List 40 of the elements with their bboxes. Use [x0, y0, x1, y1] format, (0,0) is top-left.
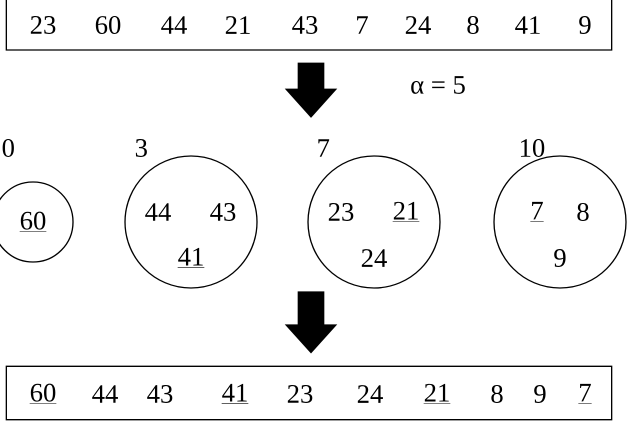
- number: 8: [491, 385, 503, 403]
- number: 60: [19, 212, 47, 232]
- number: 43: [147, 385, 172, 403]
- number: 44: [92, 385, 118, 403]
- array-box: [6, 0, 612, 51]
- number: 43: [292, 16, 318, 34]
- index-label: 3: [136, 139, 147, 157]
- index-label: 10: [520, 139, 544, 157]
- number: 9: [579, 16, 591, 34]
- number: 21: [392, 202, 420, 222]
- parameter-label: α = 5: [411, 76, 465, 94]
- number: 23: [288, 385, 312, 403]
- index-label: 0: [2, 139, 14, 157]
- number: 9: [554, 249, 566, 267]
- index-label: 7: [318, 139, 330, 157]
- number: 7: [578, 384, 592, 404]
- number: 23: [30, 16, 56, 34]
- number: 60: [29, 384, 57, 404]
- number: 43: [210, 203, 236, 221]
- number: 23: [328, 203, 354, 221]
- bucket-circle: [493, 155, 627, 289]
- number: 44: [161, 16, 187, 34]
- number: 9: [534, 385, 546, 403]
- number: 24: [362, 249, 387, 267]
- number: 24: [358, 385, 383, 403]
- number: 7: [530, 202, 544, 222]
- number: 41: [221, 384, 249, 404]
- number: 21: [226, 16, 250, 34]
- number: 24: [406, 16, 431, 34]
- number: 60: [96, 16, 120, 34]
- array-box: [6, 366, 612, 420]
- number: 41: [515, 16, 540, 34]
- number: 41: [177, 248, 205, 268]
- number: 7: [357, 16, 368, 34]
- number: 44: [145, 203, 171, 221]
- bucket-circle: [124, 155, 258, 289]
- number: 8: [577, 203, 589, 221]
- number: 21: [423, 384, 451, 404]
- bucket-circle: [307, 155, 441, 289]
- number: 8: [467, 16, 479, 34]
